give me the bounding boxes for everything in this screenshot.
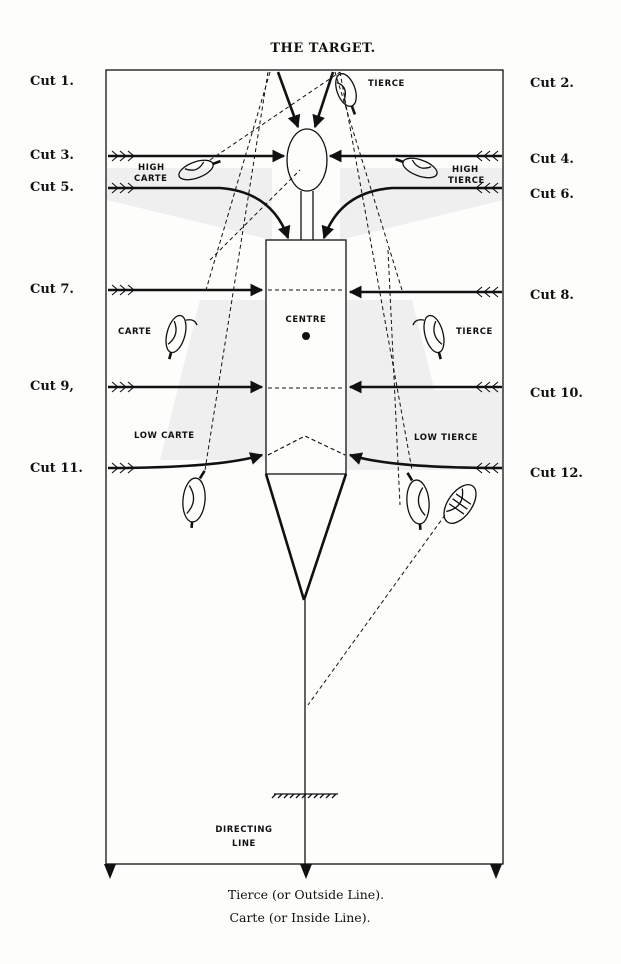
caption-line-2: Carte (or Inside Line). bbox=[229, 910, 370, 925]
diagram-title: THE TARGET. bbox=[270, 41, 375, 56]
cut-5-arrow bbox=[108, 182, 291, 240]
sword-hilt-icon bbox=[165, 314, 198, 360]
directing-label-1: DIRECTING bbox=[215, 825, 272, 835]
cut-10-arrow bbox=[348, 380, 502, 394]
cut-6-arrow bbox=[321, 182, 502, 240]
sword-hilt-icon bbox=[406, 472, 430, 531]
sword-hilt-icon bbox=[178, 159, 221, 181]
high-carte-label-2: CARTE bbox=[134, 174, 168, 184]
high-carte-label-1: HIGH bbox=[138, 163, 165, 173]
cut-5-label: Cut 5. bbox=[30, 180, 74, 195]
sword-hilt-icon bbox=[412, 314, 445, 360]
centre-point bbox=[302, 332, 310, 340]
cut-2-arrow bbox=[312, 71, 335, 129]
high-tierce-label-1: HIGH bbox=[452, 165, 479, 175]
cut-12-arrow bbox=[348, 452, 503, 474]
caption-line-1: Tierce (or Outside Line). bbox=[228, 887, 384, 902]
cut-4-arrow bbox=[328, 149, 502, 163]
sword-hilt-icon bbox=[395, 157, 438, 179]
target-body bbox=[265, 239, 347, 475]
cut-10-label: Cut 10. bbox=[530, 386, 583, 401]
carte-label: CARTE bbox=[118, 327, 152, 337]
cut-11-label: Cut 11. bbox=[30, 461, 83, 476]
low-tierce-label: LOW TIERCE bbox=[414, 433, 478, 443]
low-carte-label: LOW CARTE bbox=[134, 431, 195, 441]
directing-label-2: LINE bbox=[232, 839, 256, 849]
tierce-mid-label: TIERCE bbox=[456, 327, 493, 337]
high-tierce-label-2: TIERCE bbox=[448, 176, 485, 186]
sword-hilt-icon bbox=[182, 470, 206, 529]
ground-hatch bbox=[271, 793, 338, 799]
cut-6-label: Cut 6. bbox=[530, 187, 574, 202]
cut-11-arrow bbox=[107, 452, 264, 474]
cut-8-arrow bbox=[348, 285, 502, 299]
cut-3-arrow bbox=[108, 149, 286, 163]
tierce-top-label: TIERCE bbox=[368, 79, 405, 89]
sword-hilt-icon bbox=[443, 484, 477, 524]
cut-9-label: Cut 9, bbox=[30, 379, 74, 394]
cut-7-arrow bbox=[108, 283, 264, 297]
target-legs bbox=[264, 473, 348, 601]
sword-hilt-icon bbox=[335, 73, 357, 115]
cut-4-label: Cut 4. bbox=[530, 152, 574, 167]
centre-label: CENTRE bbox=[286, 315, 327, 325]
cut-7-label: Cut 7. bbox=[30, 282, 74, 297]
target-head bbox=[286, 128, 328, 192]
cut-9-arrow bbox=[108, 380, 264, 394]
cut-1-label: Cut 1. bbox=[30, 74, 74, 89]
target-neck bbox=[300, 191, 314, 240]
cut-1-arrow bbox=[276, 71, 301, 129]
cut-12-label: Cut 12. bbox=[530, 466, 583, 481]
cut-3-label: Cut 3. bbox=[30, 148, 74, 163]
cut-8-label: Cut 8. bbox=[530, 288, 574, 303]
frame-feet bbox=[104, 864, 502, 879]
cut-2-label: Cut 2. bbox=[530, 76, 574, 91]
